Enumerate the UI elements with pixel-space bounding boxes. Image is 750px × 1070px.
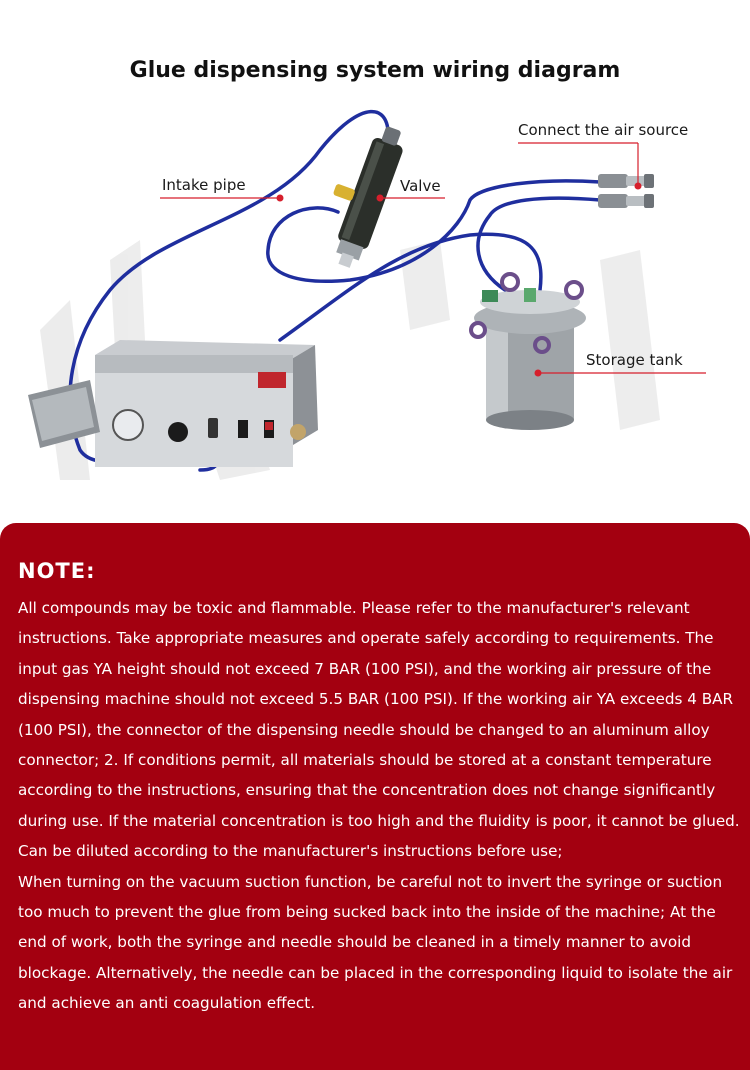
page-title: Glue dispensing system wiring diagram <box>129 58 621 83</box>
air-source-label: Connect the air source <box>518 121 689 139</box>
foot-pedal <box>28 380 100 448</box>
intake-pipe-label: Intake pipe <box>162 176 246 194</box>
storage-tank <box>469 272 586 430</box>
note-panel: NOTE: All compounds may be toxic and fla… <box>0 523 750 1070</box>
note-heading: NOTE: <box>18 559 96 583</box>
leader-lines <box>160 142 706 374</box>
wiring-diagram <box>28 109 706 480</box>
note-paragraph-2: When turning on the vacuum suction funct… <box>18 872 733 1013</box>
intake-pipe-line <box>68 109 391 464</box>
air-to-tank-line <box>476 196 602 292</box>
note-body: All compounds may be toxic and flammable… <box>18 593 746 1019</box>
air-source-fittings <box>598 174 654 208</box>
storage-tank-label: Storage tank <box>586 351 683 369</box>
pipes <box>68 109 602 472</box>
valve-label: Valve <box>400 177 441 195</box>
dispensing-machine <box>95 340 318 467</box>
note-paragraph-1: All compounds may be toxic and flammable… <box>18 599 740 861</box>
leader-dots <box>276 182 642 377</box>
tank-to-machine-line <box>278 232 543 342</box>
valve <box>333 126 403 268</box>
